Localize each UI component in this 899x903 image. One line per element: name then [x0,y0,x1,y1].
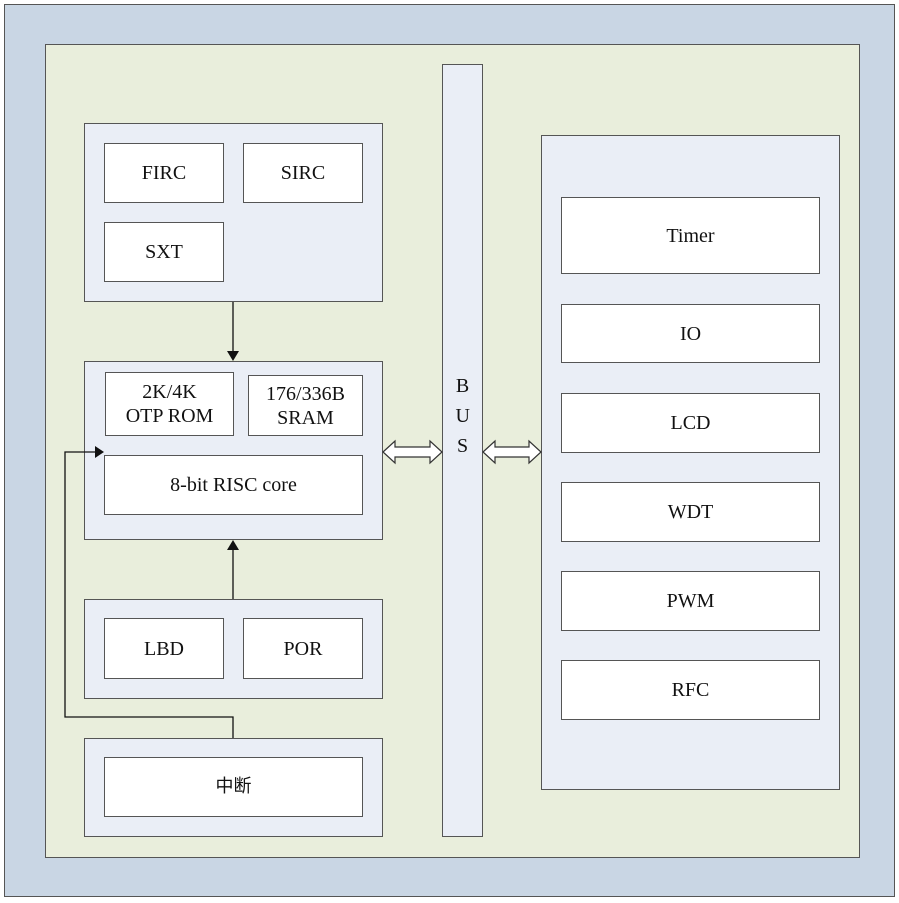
rom-label: OTP ROM [125,405,214,427]
arrow-down-icon [227,351,239,361]
wdt-block: WDT [561,482,820,542]
sxt-block: SXT [104,222,224,282]
bus-label: BUS [455,374,470,457]
sram-size: 176/336B [266,382,345,405]
arrow-up-icon [227,540,239,550]
interrupt-to-cpu-line [64,451,234,738]
pwm-block: PWM [561,571,820,631]
rfc-block: RFC [561,660,820,720]
firc-block: FIRC [104,143,224,203]
bus: BUS [442,64,483,837]
rom-size: 2K/4K [142,381,197,403]
arrow-right-icon [95,446,104,458]
sram-label: SRAM [277,406,334,429]
sirc-block: SIRC [243,143,363,203]
interrupt-block: 中断 [104,757,363,817]
lbd-block: LBD [104,618,224,679]
cpu-bus-double-arrow-icon [382,439,443,465]
lcd-block: LCD [561,393,820,453]
risc-core-block: 8-bit RISC core [104,455,363,515]
por-block: POR [243,618,363,679]
timer-block: Timer [561,197,820,274]
bus-peripheral-double-arrow-icon [482,439,542,465]
io-block: IO [561,304,820,363]
